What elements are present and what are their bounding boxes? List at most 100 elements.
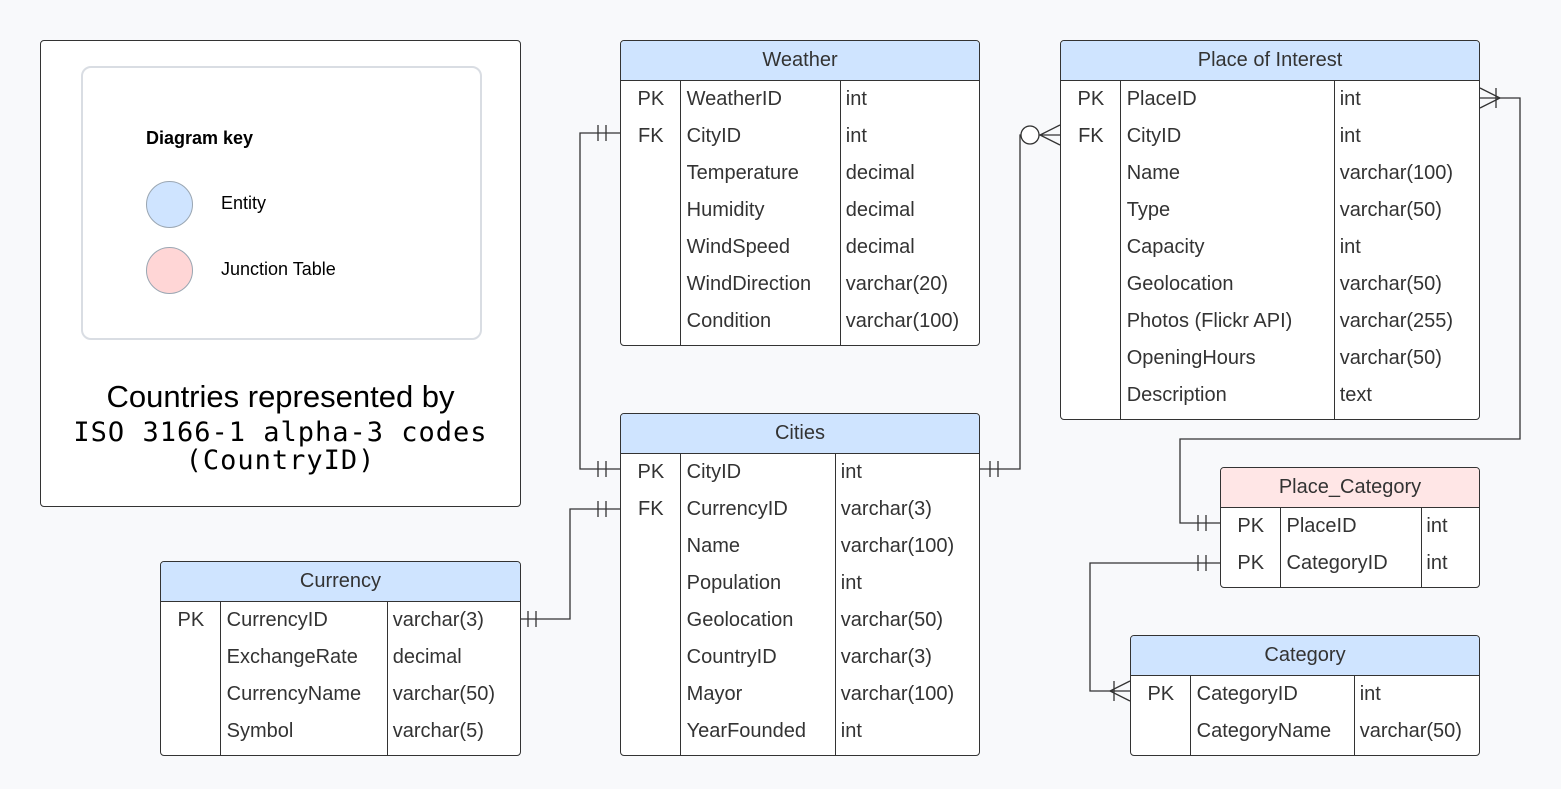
key-cell: PK (1237, 515, 1265, 537)
entity-title: Category (1131, 636, 1479, 676)
key-cell (621, 531, 681, 568)
countries-note-line1: Countries represented by (106, 379, 455, 414)
field-name: PlaceID (1286, 515, 1357, 537)
diagram-key-box (81, 66, 482, 340)
entity-title: Cities (621, 414, 979, 454)
field-name: Capacity (1126, 236, 1205, 258)
key-cell: FK (1078, 125, 1104, 147)
field-type: varchar(100) (1339, 162, 1454, 184)
key-cell (1061, 232, 1121, 269)
connector-cities-currency (521, 508, 620, 620)
field-name: YearFounded (686, 720, 807, 742)
countries-note-line2: ISO 3166-1 alpha-3 codes (73, 417, 488, 448)
key-cell (1061, 380, 1121, 417)
card-place-zero (1020, 125, 1040, 145)
field-type: int (840, 461, 862, 483)
field-name: WindDirection (686, 273, 812, 295)
column-divider (840, 81, 841, 345)
diagram-key-panel: Diagram key Entity Junction Table Countr… (40, 40, 521, 507)
field-name: PlaceID (1126, 88, 1197, 110)
key-cell (1061, 195, 1121, 232)
key-cell (1131, 716, 1191, 753)
field-type: decimal (845, 162, 915, 184)
field-name: CityID (686, 125, 742, 147)
field-name: CategoryID (1196, 683, 1298, 705)
field-row[interactable]: Mayor varchar(100) (621, 679, 979, 716)
field-type: int (1339, 88, 1361, 110)
entity-key-label: Entity (221, 193, 267, 213)
key-cell (621, 716, 681, 753)
field-type: int (1339, 125, 1361, 147)
key-cell (621, 195, 681, 232)
field-name: Geolocation (686, 609, 794, 631)
field-name: CountryID (686, 646, 777, 668)
field-type: varchar(50) (1339, 273, 1442, 295)
column-divider (1354, 676, 1355, 755)
connector-cities-place (980, 134, 1060, 470)
junction-color-swatch (146, 247, 193, 294)
field-type: text (1339, 384, 1372, 406)
field-name: CurrencyID (686, 498, 788, 520)
card-category-many (1108, 680, 1131, 702)
column-divider (1190, 676, 1191, 755)
field-row[interactable]: Photos (Flickr API)varchar(255) (1061, 306, 1479, 343)
field-name: WindSpeed (686, 236, 791, 258)
countries-note-line3: (CountryID) (185, 445, 376, 476)
field-type: varchar(100) (840, 683, 955, 705)
key-cell (161, 679, 221, 716)
column-divider (835, 454, 836, 755)
key-cell (621, 568, 681, 605)
key-cell (621, 232, 681, 269)
column-divider (387, 602, 388, 755)
entity-title: Currency (161, 562, 520, 602)
field-type: varchar(100) (840, 535, 955, 557)
key-cell: PK (637, 461, 665, 483)
key-cell: PK (637, 88, 665, 110)
field-type: varchar(3) (392, 609, 484, 631)
field-name: CurrencyName (226, 683, 362, 705)
field-type: int (1426, 552, 1448, 574)
field-name: Humidity (686, 199, 765, 221)
column-divider (680, 81, 681, 345)
column-divider (220, 602, 221, 755)
field-name: Mayor (686, 683, 743, 705)
